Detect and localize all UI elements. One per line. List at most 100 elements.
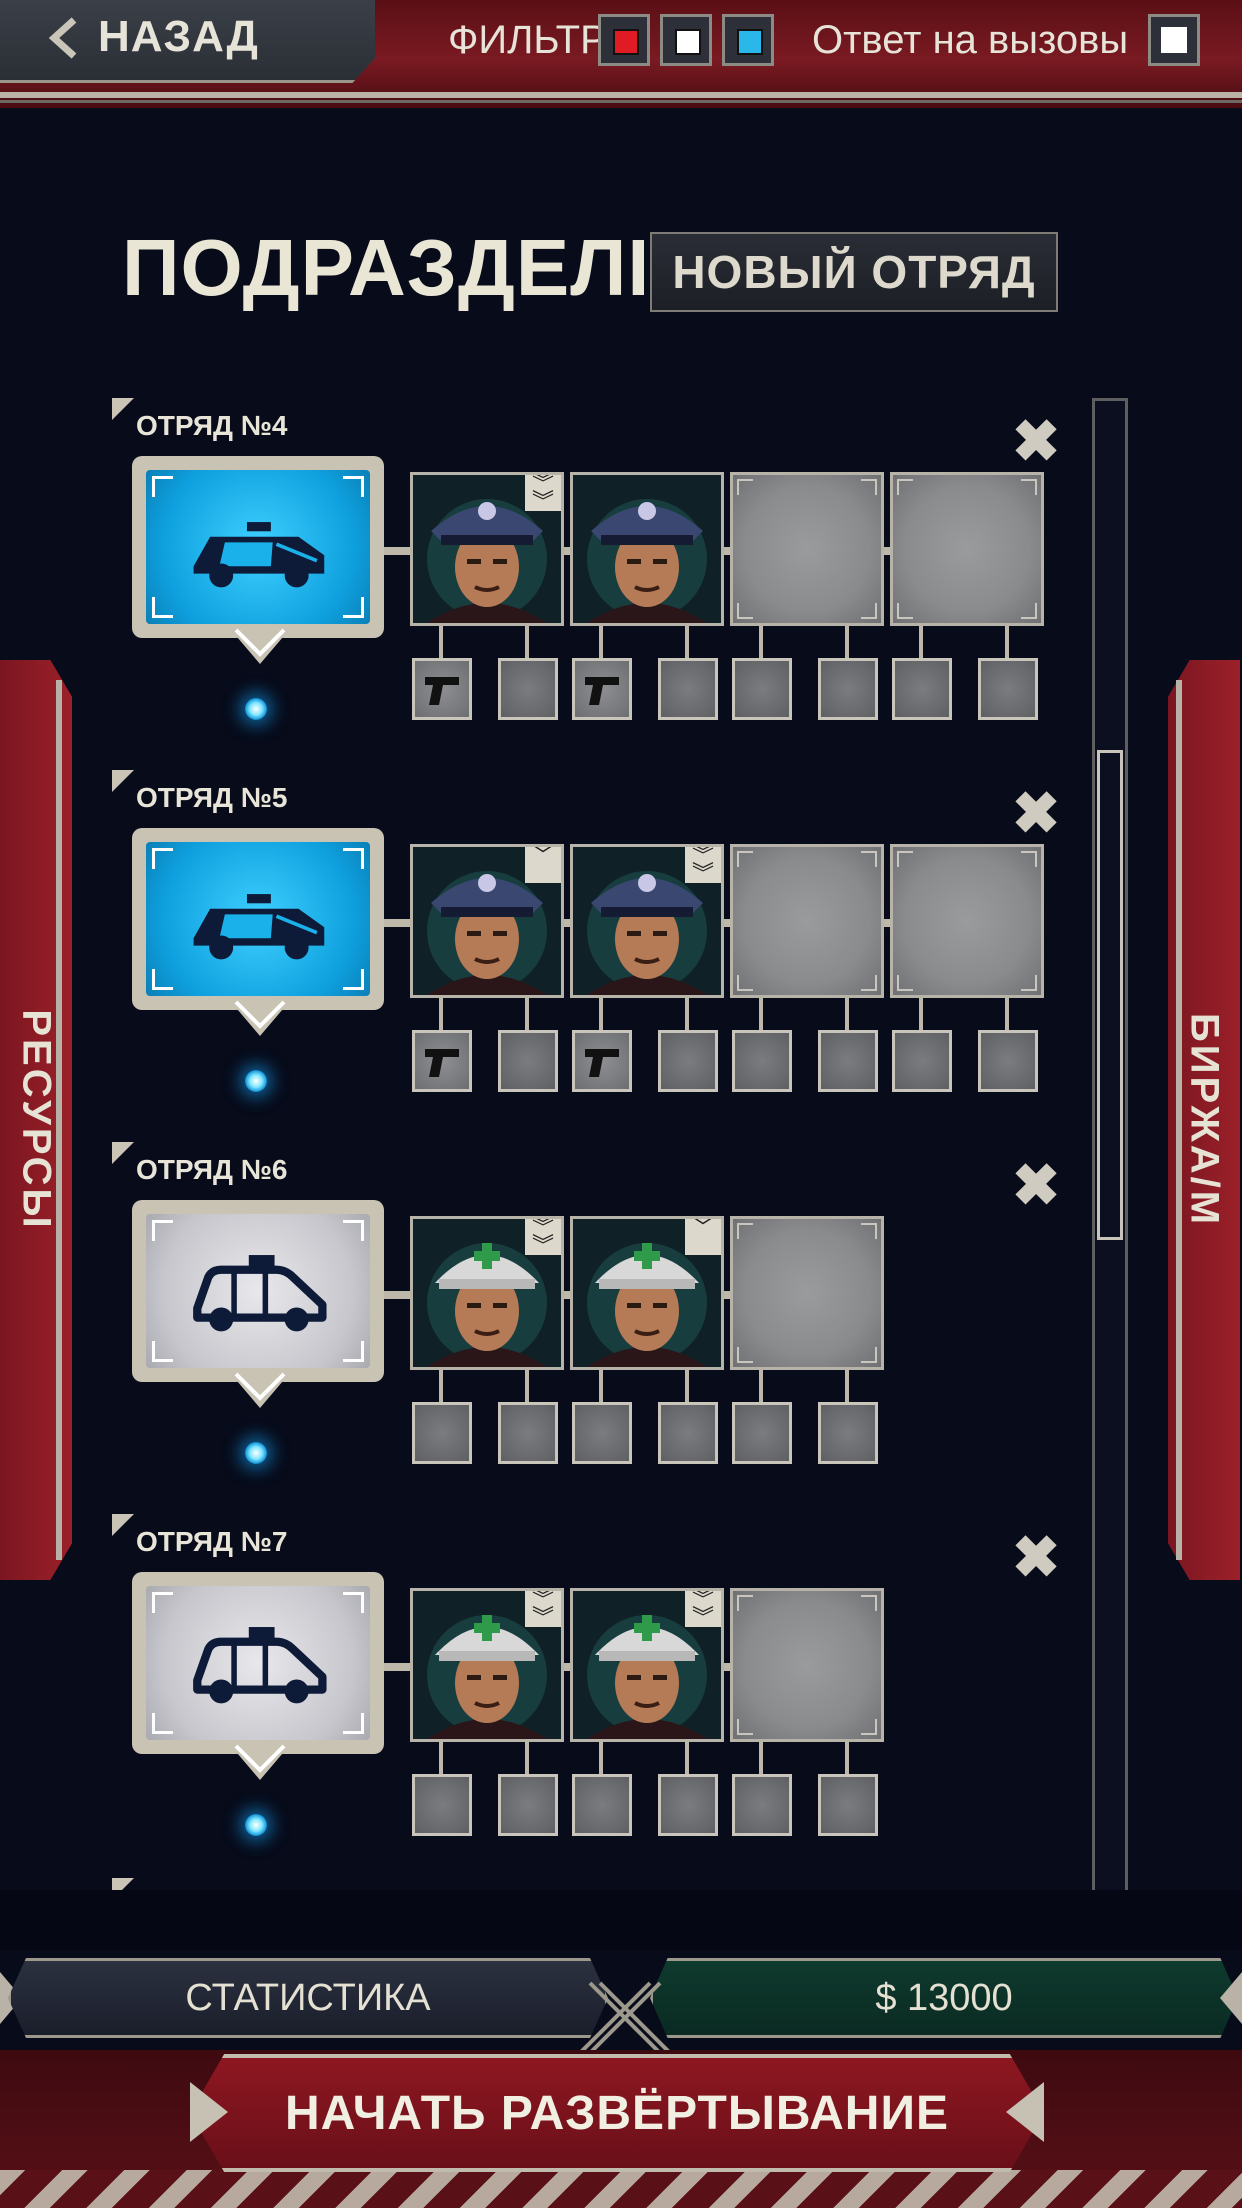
money-display: $ 13000 [650,1958,1238,2038]
connector-line [685,1742,689,1774]
connector-line [884,547,890,555]
new-squad-button[interactable]: НОВЫЙ ОТРЯД [650,232,1058,312]
equipment-slot[interactable] [732,1402,792,1464]
equipment-slot[interactable] [572,1774,632,1836]
equipment-slot[interactable] [658,658,718,720]
equipment-slot[interactable] [732,1030,792,1092]
connector-line [845,1742,849,1774]
pistol-icon [585,1049,619,1077]
equipment-slot[interactable] [658,1030,718,1092]
squad-corner-mark [112,398,134,420]
filter-white-checkbox[interactable] [660,14,712,66]
equipment-slot[interactable] [498,1030,558,1092]
unit-slot[interactable]: ︾︾ [410,1588,564,1742]
status-indicator [245,1814,267,1836]
single-chevron-rank-icon: ﹀ [685,1219,721,1255]
equipment-slot[interactable] [818,1402,878,1464]
empty-unit-slot[interactable] [730,472,884,626]
empty-unit-slot[interactable] [730,844,884,998]
police-car-icon [193,894,325,960]
equipment-slot[interactable] [978,658,1038,720]
equipment-slot[interactable] [498,658,558,720]
connector-line [599,626,603,658]
weapon-slot[interactable] [572,1030,632,1092]
connector-line [564,547,570,555]
connector-line [919,626,923,658]
page-title: ПОДРАЗДЕЛЕН [122,223,644,312]
double-chevron-rank-icon: ︾︾ [685,847,721,885]
hazard-stripes [0,2170,1242,2208]
equipment-slot[interactable] [658,1774,718,1836]
connector-line [384,1663,410,1671]
weapon-slot[interactable] [412,658,472,720]
unit-slot[interactable]: ﹀ [410,844,564,998]
weapon-slot[interactable] [412,1030,472,1092]
connector-line [1005,998,1009,1030]
scrollbar-thumb[interactable] [1097,750,1123,1240]
filter-blue-checkbox[interactable] [722,14,774,66]
remove-squad-button[interactable]: ✖ [1011,781,1061,846]
connector-line [384,547,410,555]
double-chevron-rank-icon: ︾︾ [685,1591,721,1629]
equipment-slot[interactable] [498,1774,558,1836]
vehicle-card[interactable] [132,456,384,638]
start-deployment-button[interactable]: НАЧАТЬ РАЗВЁРТЫВАНИЕ [190,2054,1044,2172]
connector-line [724,1663,730,1671]
equipment-slot[interactable] [818,658,878,720]
connector-line [564,1291,570,1299]
chevron-down-icon [226,1740,294,1780]
equipment-slot[interactable] [732,1774,792,1836]
unit-slot[interactable] [570,472,724,626]
equipment-slot[interactable] [892,1030,952,1092]
double-chevron-rank-icon: ︾︾ [525,1591,561,1629]
paramedic-portrait [573,1591,721,1739]
vehicle-card[interactable] [132,1200,384,1382]
equipment-slot[interactable] [732,658,792,720]
equipment-slot[interactable] [572,1402,632,1464]
equipment-slot[interactable] [498,1402,558,1464]
equipment-slot[interactable] [818,1774,878,1836]
chevron-left-icon[interactable] [48,16,78,60]
divider-cross-icon [580,1981,670,2055]
unit-slot[interactable]: ﹀ [570,1216,724,1370]
filter-red-checkbox[interactable] [598,14,650,66]
equipment-slot[interactable] [818,1030,878,1092]
squad-row: ОТРЯД №6✖︾︾﹀ [0,1142,1242,1512]
squad-corner-mark [112,1142,134,1164]
unit-slot[interactable]: ︾︾ [410,1216,564,1370]
unit-slot[interactable]: ︾︾ [570,844,724,998]
calls-checkbox[interactable] [1148,14,1200,66]
connector-line [1005,626,1009,658]
empty-unit-slot[interactable] [730,1588,884,1742]
remove-squad-button[interactable]: ✖ [1011,1153,1061,1218]
equipment-slot[interactable] [412,1774,472,1836]
single-chevron-rank-icon: ﹀ [525,847,561,883]
connector-line [685,626,689,658]
empty-unit-slot[interactable] [890,472,1044,626]
unit-slot[interactable]: ︾︾ [570,1588,724,1742]
equipment-slot[interactable] [658,1402,718,1464]
empty-unit-slot[interactable] [730,1216,884,1370]
statistics-button[interactable]: СТАТИСТИКА [8,1958,608,2038]
vehicle-card[interactable] [132,1572,384,1754]
equipment-slot[interactable] [892,658,952,720]
squad-name: ОТРЯД №5 [136,782,288,813]
connector-line [525,998,529,1030]
connector-line [564,1663,570,1671]
squad-row: ОТРЯД №4✖︾︾ [0,398,1242,768]
remove-squad-button[interactable]: ✖ [1011,1525,1061,1590]
status-indicator [245,1442,267,1464]
weapon-slot[interactable] [572,658,632,720]
unit-slot[interactable]: ︾︾ [410,472,564,626]
connector-line [759,626,763,658]
empty-unit-slot[interactable] [890,844,1044,998]
equipment-slot[interactable] [412,1402,472,1464]
vehicle-card[interactable] [132,828,384,1010]
equipment-slot[interactable] [978,1030,1038,1092]
remove-squad-button[interactable]: ✖ [1011,409,1061,474]
back-label[interactable]: НАЗАД [98,12,259,61]
ambulance-icon [193,1255,327,1332]
deploy-arrow-left-icon [1006,2082,1044,2142]
chevron-down-icon [226,624,294,664]
exchange-tab-border [1176,680,1182,1560]
